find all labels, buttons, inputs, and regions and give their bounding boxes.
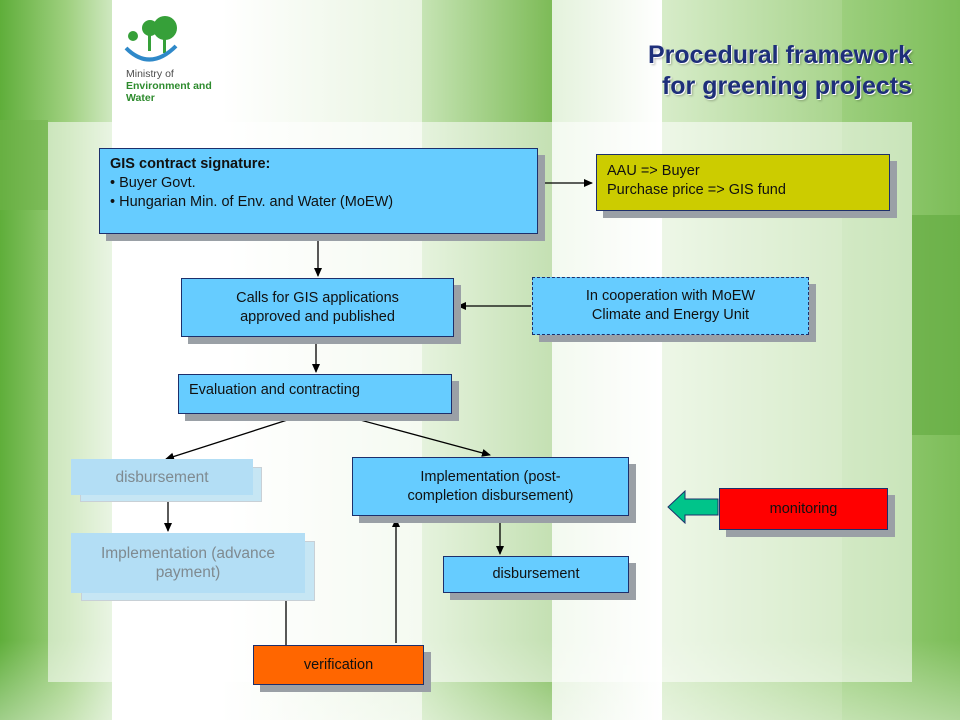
disbursement-left-box: disbursement xyxy=(71,459,253,495)
disbursement-right-box: disbursement xyxy=(443,556,629,593)
verification-box: verification xyxy=(253,645,424,685)
monitoring-box: monitoring xyxy=(719,488,888,530)
disbursement-left-label: disbursement xyxy=(115,468,209,486)
gis-contract-box: GIS contract signature: • Buyer Govt. • … xyxy=(99,148,538,234)
gis-contract-bullet: • Hungarian Min. of Env. and Water (MoEW… xyxy=(110,194,394,210)
arrow-left-icon xyxy=(667,490,719,524)
implementation-advance-line1: Implementation (advance xyxy=(100,545,276,562)
monitoring-label: monitoring xyxy=(769,500,838,517)
calls-box: Calls for GIS applications approved and … xyxy=(181,278,454,337)
title-line1: Procedural framework xyxy=(648,41,912,69)
disbursement-right-label: disbursement xyxy=(492,566,580,582)
logo-text: Ministry of Environment and Water xyxy=(126,68,212,104)
aau-line2: Purchase price => GIS fund xyxy=(607,182,786,198)
implementation-post-line1: Implementation (post- xyxy=(420,468,561,485)
evaluation-box: Evaluation and contracting xyxy=(178,374,452,414)
implementation-post-line2: completion disbursement) xyxy=(407,487,574,504)
logo-line3: Water xyxy=(126,92,155,104)
verification-label: verification xyxy=(303,656,374,673)
arrow-eval-to-disb-left xyxy=(165,413,307,461)
implementation-advance-box: Implementation (advance payment) xyxy=(71,533,305,593)
calls-line2: approved and published xyxy=(240,308,395,325)
cooperation-box: In cooperation with MoEW Climate and Ene… xyxy=(532,277,809,335)
title-line2: for greening projects xyxy=(661,72,912,100)
gis-contract-heading: GIS contract signature: xyxy=(110,156,271,172)
calls-line1: Calls for GIS applications xyxy=(236,289,399,306)
logo-line2: Environment and xyxy=(126,80,212,92)
logo-line1: Ministry of xyxy=(126,68,174,80)
tree-logo-icon xyxy=(124,16,178,62)
aau-line1: AAU => Buyer xyxy=(607,163,700,179)
arrow-eval-to-impl-post xyxy=(337,413,491,457)
ministry-logo: Ministry of Environment and Water xyxy=(112,0,222,114)
cooperation-line1: In cooperation with MoEW xyxy=(585,288,756,304)
cooperation-line2: Climate and Energy Unit xyxy=(591,307,750,323)
evaluation-label: Evaluation and contracting xyxy=(189,382,360,398)
implementation-post-box: Implementation (post- completion disburs… xyxy=(352,457,629,516)
page-title: Procedural framework for greening projec… xyxy=(648,40,912,102)
implementation-advance-line2: payment) xyxy=(155,564,221,581)
aau-box: AAU => Buyer Purchase price => GIS fund xyxy=(596,154,890,211)
gis-contract-bullet: • Buyer Govt. xyxy=(110,175,196,191)
